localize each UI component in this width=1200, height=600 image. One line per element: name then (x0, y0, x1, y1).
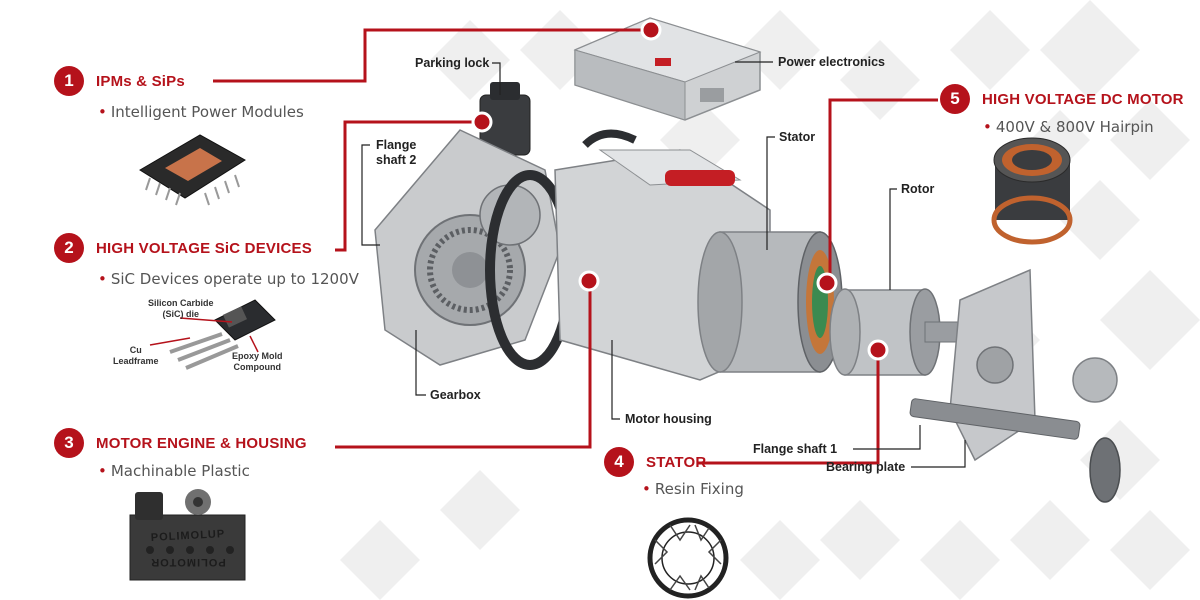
stator-illustration (697, 231, 843, 373)
bullet-dot: • (98, 103, 107, 121)
leader-flange-shaft-2 (361, 144, 380, 246)
plastic-block-text-bottom: POLIMOTOR (150, 556, 226, 568)
leader-parking-lock (492, 62, 501, 95)
stator-ring-image (647, 517, 729, 599)
leader-flange-shaft-1 (853, 425, 921, 450)
leader-bearing-plate (911, 440, 966, 468)
label-parking-lock: Parking lock (415, 56, 490, 70)
sic-die-label-line2: (SiC) die (162, 309, 200, 319)
callout-number: 4 (604, 447, 634, 477)
label-gearbox: Gearbox (430, 388, 481, 402)
label-rotor: Rotor (901, 182, 935, 196)
marker-1 (640, 19, 662, 41)
connector-lines (213, 28, 938, 465)
callout-title: HIGH VOLTAGE SiC DEVICES (96, 239, 312, 257)
marker-3 (578, 270, 600, 292)
leader-gearbox (415, 330, 426, 396)
callout-stator: 4 STATOR (604, 447, 706, 477)
connector-endpoints (471, 19, 889, 361)
power-electronics-illustration (573, 17, 762, 121)
label-stator: Stator (779, 130, 816, 144)
flange-shaft-1-illustration (909, 357, 1121, 503)
callout-subtitle-stator: •Resin Fixing (642, 480, 744, 498)
connector-5 (828, 98, 938, 282)
callout-number: 5 (940, 84, 970, 114)
callout-motor-engine: 3 MOTOR ENGINE & HOUSING (54, 428, 307, 458)
callout-dc-motor: 5 HIGH VOLTAGE DC MOTOR (940, 84, 1184, 114)
callout-subtitle-text: SiC Devices operate up to 1200V (110, 270, 359, 288)
sic-die-label: Silicon Carbide (SiC) die (148, 298, 214, 320)
callout-number: 1 (54, 66, 84, 96)
label-flange-shaft-2-line2: shaft 2 (376, 153, 417, 167)
callout-ipms: 1 IPMs & SiPs (54, 66, 185, 96)
cu-leadframe-label: Cu Leadframe (113, 345, 159, 367)
leader-motor-housing (611, 340, 620, 420)
bullet-dot: • (983, 118, 992, 136)
mold-label-line2: Compound (233, 362, 282, 372)
callout-sic-devices: 2 HIGH VOLTAGE SiC DEVICES (54, 233, 312, 263)
bullet-dot: • (642, 480, 651, 498)
label-flange-shaft-1: Flange shaft 1 (753, 442, 838, 456)
bullet-dot: • (98, 462, 107, 480)
callout-subtitle-dc-motor: •400V & 800V Hairpin (983, 118, 1154, 136)
callout-subtitle-sic: •SiC Devices operate up to 1200V (98, 270, 359, 288)
marker-5 (816, 272, 838, 294)
connector-3 (335, 281, 592, 449)
bullet-dot: • (98, 270, 107, 288)
callout-subtitle-motor: •Machinable Plastic (98, 462, 250, 480)
callout-number: 3 (54, 428, 84, 458)
hairpin-motor-image (991, 137, 1073, 245)
callout-subtitle-text: Intelligent Power Modules (110, 103, 304, 121)
rotor-illustration (829, 288, 966, 376)
cu-label-line2: Leadframe (113, 356, 159, 366)
label-bearing-plate: Bearing plate (826, 460, 906, 474)
callout-title: IPMs & SiPs (96, 72, 185, 90)
callout-title: STATOR (646, 453, 707, 471)
cu-label-line1: Cu (129, 345, 142, 355)
ipm-chip-image (139, 134, 246, 206)
label-flange-shaft-2-line1: Flange (376, 138, 417, 152)
callout-title: MOTOR ENGINE & HOUSING (96, 434, 307, 452)
callout-subtitle-ipms: •Intelligent Power Modules (98, 103, 304, 121)
connector-1 (213, 28, 652, 83)
epoxy-mold-label: Epoxy Mold Compound (232, 351, 283, 373)
callout-subtitle-text: Resin Fixing (654, 480, 744, 498)
mold-label-line1: Epoxy Mold (232, 351, 283, 361)
label-power-electronics: Power electronics (778, 55, 885, 69)
sic-die-label-line1: Silicon Carbide (148, 298, 214, 308)
marker-4 (867, 339, 889, 361)
callout-number: 2 (54, 233, 84, 263)
label-motor-housing: Motor housing (625, 412, 712, 426)
callout-subtitle-text: 400V & 800V Hairpin (995, 118, 1154, 136)
connector-4 (697, 350, 880, 465)
leader-rotor (889, 188, 897, 290)
callout-subtitle-text: Machinable Plastic (110, 462, 250, 480)
sic-device-image (149, 299, 276, 370)
label-leaders (361, 61, 966, 468)
connector-2 (335, 120, 482, 252)
callout-title: HIGH VOLTAGE DC MOTOR (982, 90, 1184, 108)
marker-2 (471, 111, 493, 133)
plastic-block-image (129, 489, 246, 581)
leader-stator (766, 136, 775, 250)
